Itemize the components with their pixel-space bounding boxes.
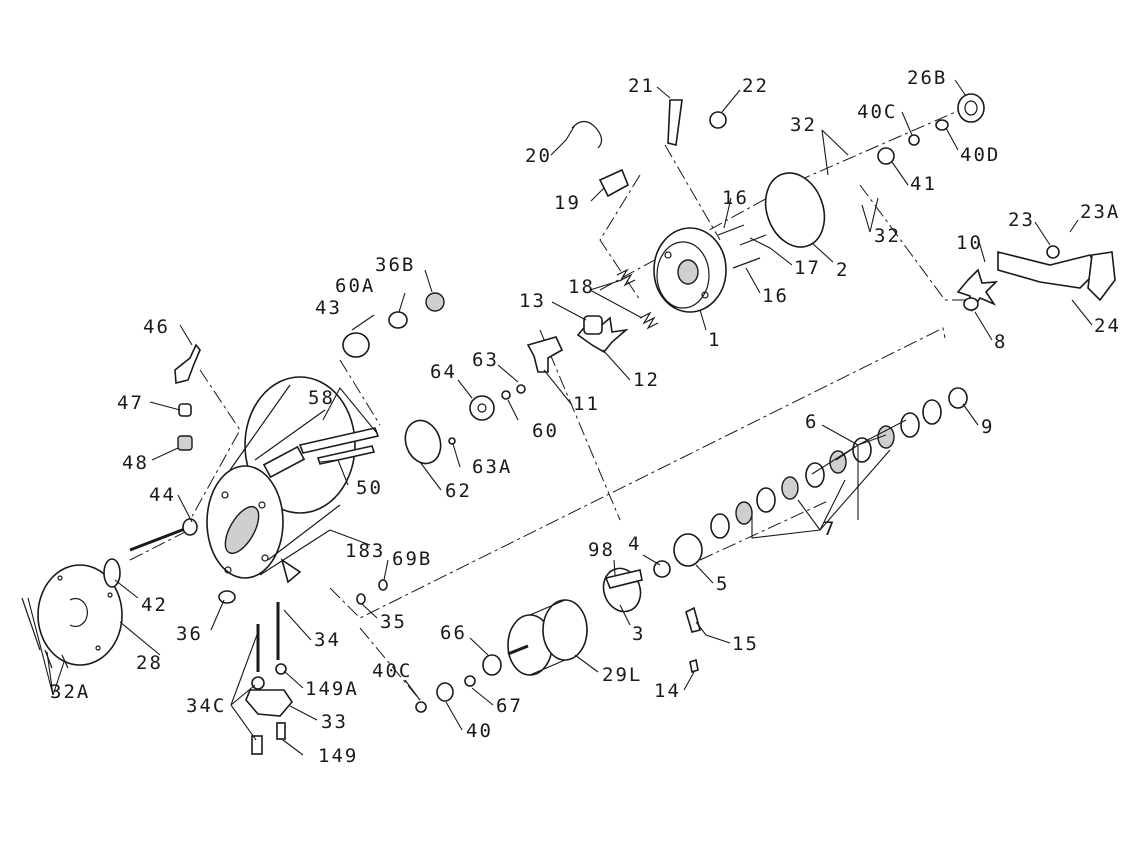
callout-label: 32 (790, 114, 817, 136)
callout-label: 17 (794, 257, 821, 279)
part-14-drawing (689, 658, 699, 674)
callout-label: 16 (762, 285, 789, 307)
callout-label: 40C (372, 660, 412, 682)
shaft-42-drawing (103, 518, 198, 588)
callout-label: 10 (956, 232, 983, 254)
handle-24-drawing (956, 245, 1116, 313)
callout-label: 15 (732, 633, 759, 655)
leader-lines (27, 79, 1093, 756)
callout-label: 26B (907, 67, 947, 89)
plate-28-drawing (21, 564, 123, 669)
gasket-2-drawing (764, 172, 826, 248)
washer-stack-drawing (653, 387, 968, 578)
callout-label: 64 (430, 361, 457, 383)
drag-parts-drawing (526, 268, 659, 373)
callout-label: 40C (857, 101, 897, 123)
callout-label: 23A (1080, 201, 1120, 223)
callout-label: 5 (716, 573, 729, 595)
part-15-drawing (685, 606, 701, 633)
callout-label: 33 (321, 711, 348, 733)
callout-label: 16 (722, 187, 749, 209)
callout-label: 22 (742, 75, 769, 97)
callout-label: 24 (1094, 315, 1121, 337)
bearing-43-drawing (342, 292, 445, 358)
callout-label: 46 (143, 316, 170, 338)
callout-label: 35 (380, 611, 407, 633)
callout-label: 23 (1008, 209, 1035, 231)
callout-label: 66 (440, 622, 467, 644)
callout-label: 20 (525, 145, 552, 167)
callout-label: 8 (994, 331, 1007, 353)
callout-label: 41 (910, 173, 937, 195)
rods-50-58-drawing (298, 427, 380, 465)
callout-label: 7 (823, 518, 836, 540)
callout-label: 36B (375, 254, 415, 276)
callout-label: 58 (308, 387, 335, 409)
callout-label: 14 (654, 680, 681, 702)
gear-64-drawing (448, 384, 526, 445)
callout-label: 42 (141, 594, 168, 616)
callout-label: 1 (708, 329, 721, 351)
callout-label: 40D (960, 144, 1000, 166)
callout-label: 69B (392, 548, 432, 570)
callout-label: 34 (314, 629, 341, 651)
spool-parts-drawing (415, 654, 502, 713)
callout-label: 149A (305, 678, 359, 700)
callout-label: 3 (632, 623, 645, 645)
callout-label: 12 (633, 369, 660, 391)
ring-62-drawing (404, 419, 442, 465)
knob-36-drawing (218, 590, 236, 604)
callout-label: 28 (136, 652, 163, 674)
callout-label: 6 (805, 411, 818, 433)
callout-label: 32 (874, 225, 901, 247)
callout-label: 183 (345, 540, 385, 562)
callout-label: 34C (186, 695, 226, 717)
clicker-46-48-drawing (174, 343, 201, 451)
callout-label: 43 (315, 297, 342, 319)
callout-label: 48 (122, 452, 149, 474)
callout-label: 62 (445, 480, 472, 502)
callout-label: 63 (472, 349, 499, 371)
callout-label: 60 (532, 420, 559, 442)
callout-labels: 28 32A 42 36 44 48 47 46 58 50 183 43 60… (50, 67, 1121, 767)
callout-label: 21 (628, 75, 655, 97)
spool-29L-drawing (507, 599, 588, 676)
callout-label: 18 (568, 276, 595, 298)
callout-label: 32A (50, 681, 90, 703)
callout-label: 60A (335, 275, 375, 297)
callout-label: 44 (149, 484, 176, 506)
callout-label: 98 (588, 539, 615, 561)
callout-label: 36 (176, 623, 203, 645)
callout-label: 149 (318, 745, 358, 767)
part-drawings (21, 93, 1116, 755)
callout-label: 13 (519, 290, 546, 312)
handle-nut-drawing (877, 93, 985, 165)
callout-label: 50 (356, 477, 383, 499)
callout-label: 2 (836, 259, 849, 281)
callout-label: 4 (628, 533, 641, 555)
callout-label: 11 (573, 393, 600, 415)
callout-label: 63A (472, 456, 512, 478)
lever-3-drawing (602, 567, 643, 613)
callout-label: 67 (496, 695, 523, 717)
callout-label: 47 (117, 392, 144, 414)
top-small-parts-drawing (571, 99, 727, 198)
callout-label: 29L (602, 664, 642, 686)
callout-label: 19 (554, 192, 581, 214)
callout-label: 9 (981, 416, 994, 438)
sideplate-1-drawing (653, 224, 767, 313)
clamp-33-drawing (245, 579, 388, 755)
callout-label: 40 (466, 720, 493, 742)
